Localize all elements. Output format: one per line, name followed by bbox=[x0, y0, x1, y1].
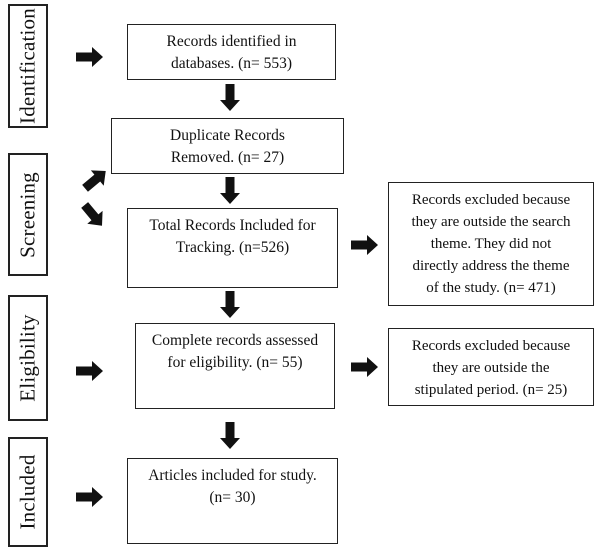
box-records-identified: Records identified in databases. (n= 553… bbox=[127, 24, 336, 80]
box-text-line: theme. They did not bbox=[430, 236, 552, 252]
arrow-right-icon bbox=[351, 235, 378, 255]
box-text-line: Removed. (n= 27) bbox=[170, 149, 285, 166]
box-text-line: Complete records assessed bbox=[151, 332, 319, 349]
phase-included: Included bbox=[8, 437, 48, 547]
arrow-right-icon bbox=[351, 357, 378, 377]
arrow-right-icon bbox=[76, 47, 103, 67]
phase-screening: Screening bbox=[8, 153, 48, 276]
box-text-line: directly address the theme bbox=[412, 258, 570, 274]
box-text-line: they are outside the bbox=[432, 360, 550, 376]
arrow-down-icon bbox=[220, 177, 240, 204]
box-text-line: Records excluded because bbox=[411, 338, 571, 354]
box-text-line: Total Records Included for bbox=[149, 217, 316, 234]
box-records-tracking: Total Records Included for Tracking. (n=… bbox=[127, 208, 338, 288]
phase-identification: Identification bbox=[8, 4, 48, 128]
arrow-right-icon bbox=[76, 361, 103, 381]
box-duplicates-removed: Duplicate Records Removed. (n= 27) bbox=[111, 118, 344, 174]
arrow-up-right-icon bbox=[78, 163, 113, 197]
box-text-line: Records identified in bbox=[166, 33, 297, 50]
box-assessed-eligibility: Complete records assessed for eligibilit… bbox=[135, 323, 335, 409]
box-text-line: (n= 30) bbox=[209, 489, 256, 506]
box-text-line: Records excluded because bbox=[411, 192, 571, 208]
box-text-line: for eligibility. (n= 55) bbox=[167, 354, 303, 371]
arrow-down-icon bbox=[220, 291, 240, 318]
box-text-line: of the study. (n= 471) bbox=[426, 280, 556, 296]
box-excluded-period: Records excluded because they are outsid… bbox=[388, 328, 594, 406]
box-text-line: stipulated period. (n= 25) bbox=[414, 382, 568, 398]
phase-eligibility: Eligibility bbox=[8, 295, 48, 421]
arrow-right-icon bbox=[76, 487, 103, 507]
box-excluded-theme: Records excluded because they are outsid… bbox=[388, 182, 594, 306]
arrow-down-icon bbox=[220, 84, 240, 111]
box-text-line: databases. (n= 553) bbox=[170, 55, 293, 72]
box-text-line: Tracking. (n=526) bbox=[175, 239, 290, 256]
box-articles-included: Articles included for study. (n= 30) bbox=[127, 458, 338, 544]
box-text-line: Articles included for study. bbox=[148, 467, 317, 484]
box-text-line: they are outside the search bbox=[411, 214, 571, 230]
arrow-down-right-icon bbox=[76, 198, 110, 233]
arrow-down-icon bbox=[220, 422, 240, 449]
box-text-line: Duplicate Records bbox=[170, 127, 285, 144]
